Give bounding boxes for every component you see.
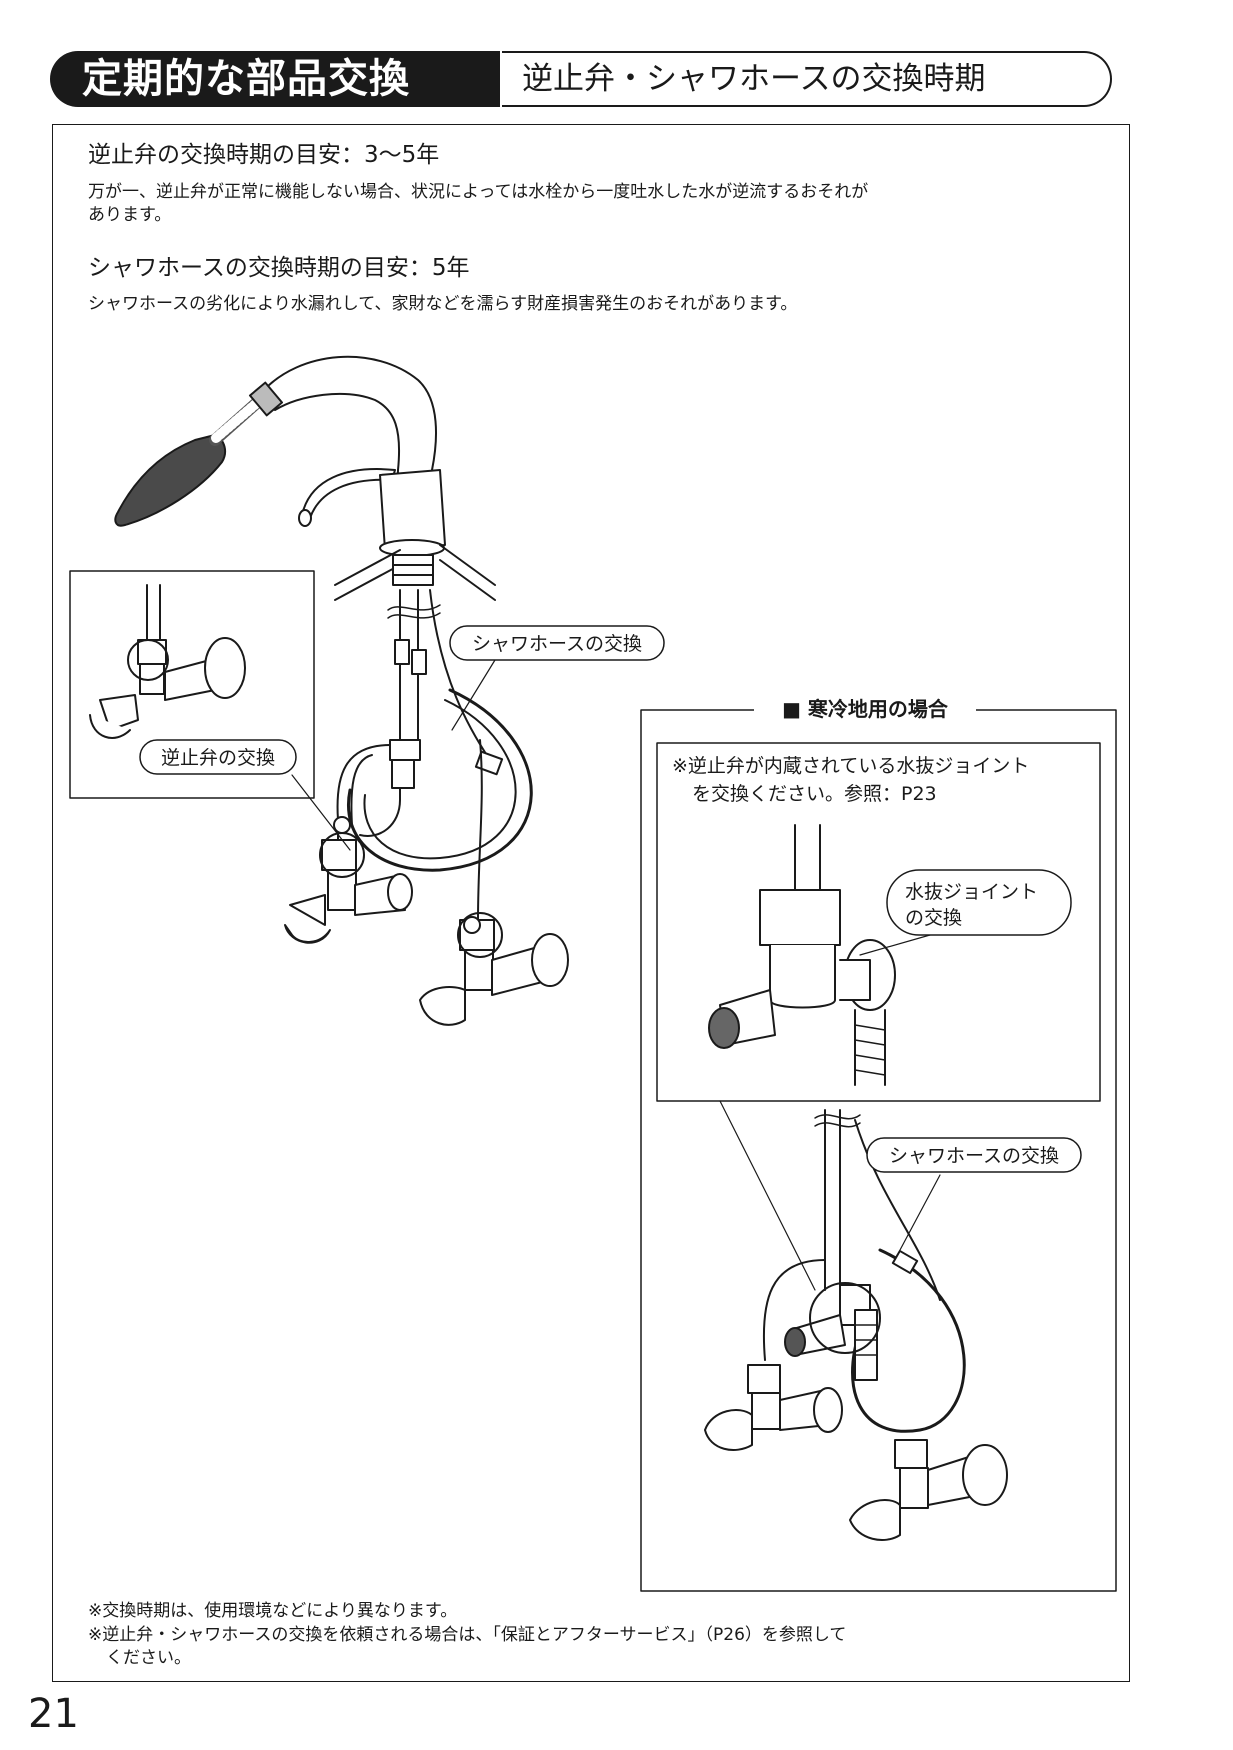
cold-region-title: ■ 寒冷地用の場合 [782,697,949,721]
faucet-drawing [114,355,569,1026]
check-valve-text-1: 万が一、逆止弁が正常に機能しない場合、状況によっては水栓から一度吐水した水が逆流… [88,182,869,202]
callout-shower-hose-cold: シャワホースの交換 [889,1145,1059,1167]
page-header: 定期的な部品交換 逆止弁・シャワホースの交換時期 [50,51,1112,107]
callout-shower-hose: シャワホースの交換 [472,633,642,655]
shower-hose-heading: シャワホースの交換時期の目安：5年 [88,255,470,281]
callout-drain-joint-1: 水抜ジョイント [905,881,1038,903]
section-title-tab: 定期的な部品交換 [50,51,500,107]
topic-title-tab: 逆止弁・シャワホースの交換時期 [502,51,1112,107]
footer-note-2-line-2: ください。 [106,1648,191,1668]
footer-note-2-line-1: ※逆止弁・シャワホースの交換を依頼される場合は、「保証とアフターサービス」（P2… [88,1625,847,1645]
content-frame [52,124,1130,1682]
check-valve-text-2: あります。 [88,205,172,225]
cold-region-box [640,709,1117,1592]
check-valve-heading: 逆止弁の交換時期の目安：3〜5年 [88,142,440,168]
footer-note-1: ※交換時期は、使用環境などにより異なります。 [88,1601,458,1621]
cold-note-line-1: ※逆止弁が内蔵されている水抜ジョイント [672,755,1029,777]
page-number: 21 [28,1691,79,1737]
callout-drain-joint-2: の交換 [905,907,962,929]
shower-hose-text: シャワホースの劣化により水漏れして、家財などを濡らす財産損害発生のおそれがありま… [88,294,798,314]
cold-note-line-2: を交換ください。参照：P23 [692,783,937,805]
topic-title: 逆止弁・シャワホースの交換時期 [522,61,986,97]
section-title: 定期的な部品交換 [82,56,410,102]
callout-check-valve: 逆止弁の交換 [161,747,275,769]
